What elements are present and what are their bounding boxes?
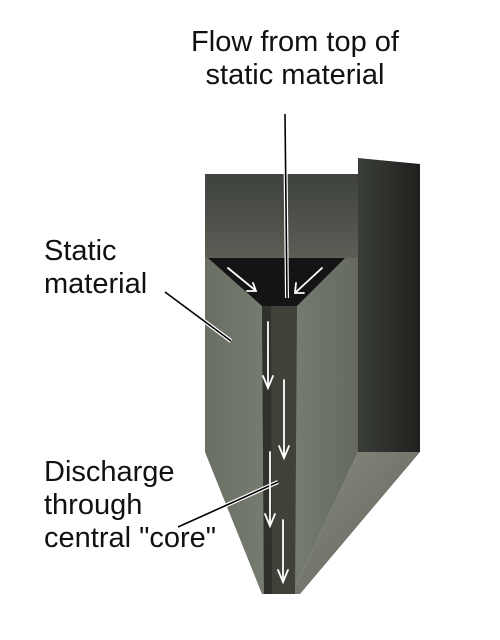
flow-from-top-line-1: Flow from top of: [191, 26, 399, 58]
discharge-line-2: through: [44, 489, 143, 521]
funnel-arrow-left: [227, 267, 258, 292]
core-arrow-1: [262, 321, 274, 391]
bin-side-panel: [358, 158, 420, 452]
discharge-leader-core: [177, 481, 279, 528]
flow-from-top-label: Flow from top of static material: [150, 26, 440, 92]
static-material-line-2: material: [44, 268, 148, 300]
core-arrow-3: [264, 451, 276, 529]
flow-funnel: [208, 258, 345, 306]
bin-top-band: [205, 174, 358, 258]
flow-top-leader-core: [284, 113, 288, 299]
discharge-label: Discharge through central "core": [44, 456, 216, 555]
discharge-line-1: Discharge: [44, 456, 175, 488]
flow-from-top-line-2: static material: [205, 59, 385, 91]
funnel-arrow-right: [294, 267, 323, 294]
static-material-line-1: Static: [44, 235, 117, 267]
core-arrow-4: [277, 519, 289, 585]
hopper-side-face: [292, 452, 420, 594]
core-arrow-2: [278, 379, 290, 461]
static-material-label: Static material: [44, 235, 147, 301]
discharge-line-3: central "core": [44, 522, 217, 554]
static-material-leader-core: [164, 291, 232, 342]
